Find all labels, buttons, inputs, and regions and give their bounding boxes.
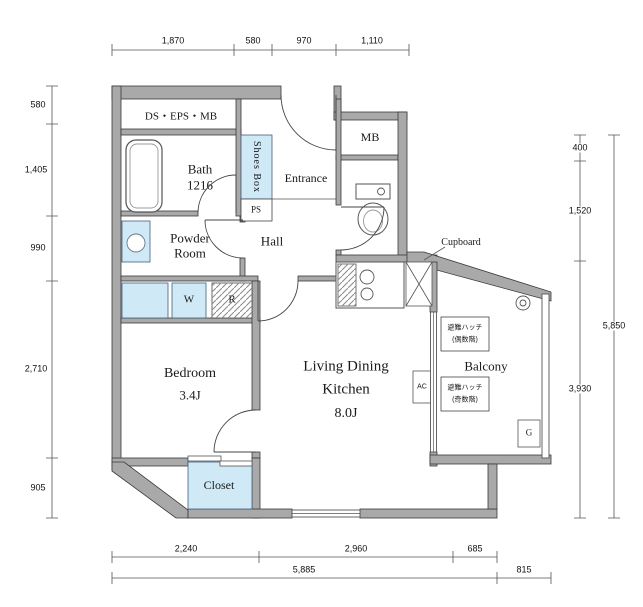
ps-box	[240, 198, 273, 222]
dim-bottom-total: 5,885	[292, 564, 316, 575]
wall-right-upper	[397, 111, 408, 262]
wall-left	[111, 85, 122, 471]
room-label-closet: Closet	[203, 478, 235, 492]
washer-space	[171, 282, 207, 319]
room-label-bedroom-size: 3.4J	[179, 387, 201, 403]
window-bottom	[291, 509, 361, 518]
dim-left-3: 2,710	[24, 363, 48, 374]
dim-bottom-balcony: 815	[516, 564, 532, 575]
toilet-icon	[355, 183, 391, 236]
burner-icon	[359, 269, 375, 285]
evacuation-hatch-odd-box	[440, 376, 490, 412]
closet-area	[187, 461, 253, 510]
room-label-shaft: DS・EPS・MB	[144, 110, 218, 123]
wall-top-left	[111, 85, 282, 100]
kitchen-counter	[335, 261, 405, 309]
room-label-powder-2: Room	[174, 245, 206, 261]
stove-icon	[338, 264, 356, 306]
dim-left-4: 905	[30, 482, 46, 493]
label-ac: AC	[417, 383, 427, 391]
dim-top-1: 580	[245, 35, 261, 46]
label-hatch-even-2: (偶数階)	[452, 336, 478, 344]
bath-door-arc	[197, 174, 237, 214]
room-label-mb: MB	[360, 130, 380, 144]
toilet-door-arc	[340, 206, 385, 251]
wall-shaft-bottom	[120, 128, 242, 136]
wall-balcony-bottom	[429, 454, 552, 465]
entrance-door-arc	[280, 94, 337, 151]
wall-bedroom-top	[120, 317, 261, 324]
bathtub-icon	[125, 139, 163, 213]
label-washer: W	[183, 293, 195, 306]
label-hatch-odd-2: (奇数階)	[452, 396, 478, 404]
dim-left-0: 580	[30, 99, 46, 110]
wall-mb-bottom	[335, 154, 399, 161]
dim-right-1: 1,520	[566, 205, 594, 216]
balcony-railing	[541, 293, 550, 459]
powder-door-arc	[204, 219, 244, 259]
wall-powder-bottom	[120, 275, 259, 282]
wall-bedroom-ldk	[251, 280, 261, 411]
refrigerator-space	[211, 282, 253, 319]
cupboard-box	[405, 261, 433, 307]
room-label-balcony: Balcony	[464, 358, 508, 374]
dim-bottom-0: 2,240	[174, 543, 198, 554]
wall-toilet-jamb	[335, 249, 342, 256]
dim-right-0: 400	[570, 142, 590, 153]
room-label-bedroom: Bedroom	[163, 366, 217, 381]
label-gas: G	[525, 427, 533, 438]
room-label-ldk-size: 8.0J	[334, 406, 358, 421]
dimension-lines	[46, 44, 620, 584]
washbasin-icon	[126, 233, 146, 253]
gas-meter-box	[517, 419, 541, 448]
wall-bottom-right	[359, 508, 498, 519]
drain-icon	[515, 295, 531, 311]
dim-right-total: 5,850	[600, 320, 628, 331]
wall-diagonal	[406, 251, 552, 302]
burner-icon	[360, 287, 374, 301]
evacuation-hatch-even-box	[440, 316, 490, 352]
door-arcs	[197, 94, 385, 453]
room-label-ldk-1: Living Dining	[303, 358, 389, 375]
wall-bedroom-door-jamb	[251, 451, 261, 459]
cupboard-leader-line	[423, 246, 446, 261]
room-label-ldk-2: Kitchen	[322, 381, 370, 398]
room-label-ps: PS	[250, 204, 262, 215]
wall-bottom-right-connector	[487, 463, 498, 510]
closet-sliding-doors	[187, 455, 253, 467]
room-label-bath-size: 1216	[187, 177, 213, 193]
dim-left-1: 1,405	[24, 164, 48, 175]
room-label-hall: Hall	[260, 233, 284, 249]
linen-storage	[121, 282, 169, 319]
dim-left-2: 990	[30, 242, 46, 253]
wall-bath-right	[235, 98, 242, 217]
room-label-entrance: Entrance	[284, 171, 328, 185]
dim-top-0: 1,870	[161, 35, 185, 46]
dim-right-2: 3,930	[566, 383, 594, 394]
wall-chamfer	[111, 461, 189, 519]
room-label-shoes-box: Shoes Box	[251, 140, 262, 194]
hall-ldk-door-arc	[257, 280, 299, 322]
wall-bath-bottom	[120, 210, 199, 217]
wall-hall-bottom	[297, 275, 337, 282]
wall-entrance-toilet	[335, 98, 342, 206]
wall-bottom-left	[187, 508, 293, 519]
bedroom-door-arc	[213, 409, 257, 453]
shoes-box	[240, 134, 273, 200]
room-label-powder-1: Powder	[170, 230, 210, 246]
dim-bottom-2: 685	[467, 543, 483, 554]
wall-mb-top	[333, 111, 408, 121]
label-hatch-odd-1: 避難ハッチ	[447, 384, 483, 392]
room-label-bath: Bath	[187, 161, 213, 177]
dim-bottom-1: 2,960	[344, 543, 368, 554]
label-cupboard: Cupboard	[441, 237, 481, 248]
dim-top-3: 1,110	[361, 35, 383, 46]
label-hatch-even-1: 避難ハッチ	[447, 324, 483, 332]
label-refrigerator: R	[228, 293, 236, 306]
dim-top-2: 970	[296, 35, 312, 46]
window-balcony	[430, 311, 437, 453]
